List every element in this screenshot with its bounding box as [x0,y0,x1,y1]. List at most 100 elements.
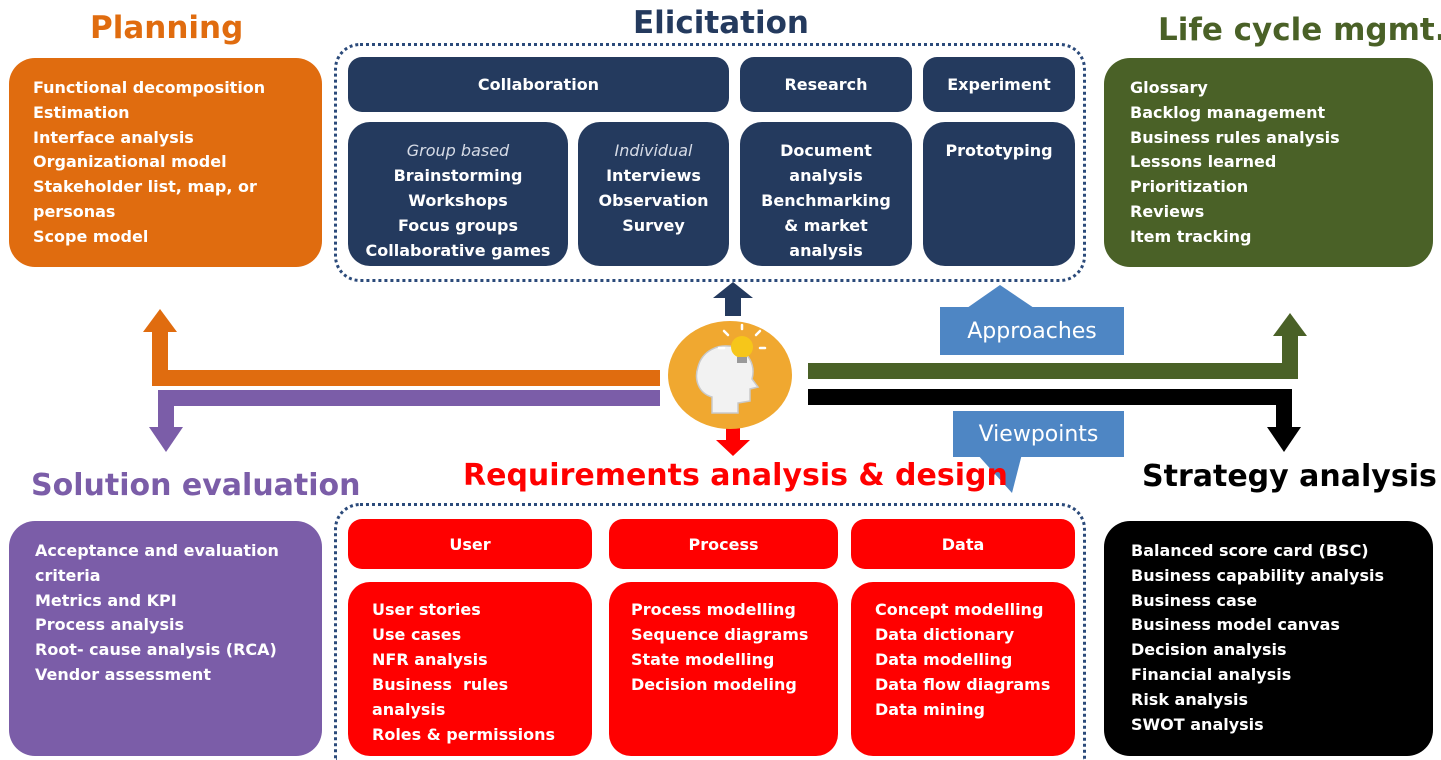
individual-label: Individual [614,141,693,160]
list-item: Business case [1131,590,1258,610]
list-item: Functional decomposition [33,78,266,97]
list-item: Brainstorming [393,166,523,185]
list-item: personas [33,201,116,221]
process-column: Process modelling Sequence diagrams Stat… [609,582,838,756]
list-item: analysis [789,166,863,185]
requirements-arrow-head [716,440,750,456]
viewpoints-pointer [977,454,1022,493]
experiment-column: Prototyping [923,122,1075,266]
list-item: Process analysis [35,615,184,635]
list-item: Data modelling [875,650,1013,669]
planning-box: Functional decomposition Estimation Inte… [9,58,322,267]
list-item: Interviews [606,166,701,185]
list-item: Balanced score card (BSC) [1131,541,1369,560]
solution-arrow [158,390,660,428]
list-item: Business rules [372,675,509,694]
user-header: User [348,519,592,569]
elicitation-title: Elicitation [633,5,809,41]
requirements-frame [334,503,1086,760]
solution-arrow-head [149,427,183,452]
planning-arrow-head [143,309,177,332]
elicitation-arrow-head [713,282,753,298]
data-header: Data [851,519,1075,569]
list-item: Acceptance and evaluation [35,541,279,560]
process-header: Process [609,519,838,569]
lifecycle-box: Glossary Backlog management Business rul… [1104,58,1433,267]
list-item: Decision analysis [1131,640,1287,660]
experiment-header: Experiment [923,57,1075,112]
strategy-title: Strategy analysis [1142,459,1437,494]
individual-column: Individual Interviews Observation Survey [578,122,729,266]
lifecycle-arrow [808,335,1298,379]
list-item: Collaborative games [365,241,551,260]
approaches-pointer [967,285,1034,308]
list-item: User stories [372,600,481,619]
list-item: Estimation [33,102,130,122]
solution-list: Acceptance and evaluation criteria Metri… [35,539,322,688]
list-item: Data dictionary [875,625,1015,644]
list-item: Business capability analysis [1131,565,1384,585]
solution-box: Acceptance and evaluation criteria Metri… [9,521,322,756]
list-item: Backlog management [1130,102,1326,122]
list-item: analysis [372,700,446,719]
list-item: Reviews [1130,201,1205,221]
planning-title: Planning [90,10,244,46]
user-column: User stories Use cases NFR analysis Busi… [348,582,592,756]
list-item: Scope model [33,226,149,246]
list-item: Metrics and KPI [35,590,177,610]
list-item: & market [784,216,868,235]
lifecycle-list: Glossary Backlog management Business rul… [1130,76,1433,250]
list-item: Prioritization [1130,177,1249,197]
list-item: Vendor assessment [35,664,211,684]
list-item: Sequence diagrams [631,625,809,644]
list-item: Workshops [408,191,508,210]
list-item: Decision modeling [631,675,797,694]
group-based-column: Group based Brainstorming Workshops Focu… [348,122,568,266]
list-item: Survey [622,216,685,235]
planning-list: Functional decomposition Estimation Inte… [33,76,322,250]
viewpoints-callout: Viewpoints [953,411,1124,457]
list-item: Item tracking [1130,226,1252,246]
list-item: Document [780,141,872,160]
list-item: criteria [35,565,101,585]
list-item: Business model canvas [1131,615,1340,635]
list-item: Stakeholder list, map, or [33,177,257,197]
research-header: Research [740,57,912,112]
group-based-label: Group based [406,141,510,160]
requirements-title: Requirements analysis & design [463,458,1008,493]
list-item: State modelling [631,650,775,669]
list-item: Data flow diagrams [875,675,1051,694]
list-item: analysis [789,241,863,260]
research-column: Document analysis Benchmarking & market … [740,122,912,266]
list-item: NFR analysis [372,650,488,669]
planning-arrow [152,330,660,386]
list-item: Organizational model [33,152,227,172]
approaches-callout: Approaches [940,307,1124,355]
head-lightbulb-icon [668,321,792,429]
list-item: Financial analysis [1131,664,1292,684]
lifecycle-arrow-head [1273,313,1307,336]
data-column: Concept modelling Data dictionary Data m… [851,582,1075,756]
strategy-arrow-head [1267,427,1301,452]
list-item: Data mining [875,700,985,719]
solution-title: Solution evaluation [31,468,361,503]
list-item: Concept modelling [875,600,1044,619]
list-item: Use cases [372,625,462,644]
collaboration-header: Collaboration [348,57,729,112]
list-item: Observation [598,191,709,210]
list-item: Root- cause analysis (RCA) [35,640,277,660]
strategy-box: Balanced score card (BSC) Business capab… [1104,521,1433,756]
list-item: SWOT analysis [1131,714,1264,734]
list-item: Roles & permissions [372,725,556,744]
list-item: Prototyping [945,141,1053,160]
list-item: Lessons learned [1130,152,1277,172]
list-item: Focus groups [398,216,518,235]
list-item: Interface analysis [33,127,194,147]
list-item: Risk analysis [1131,689,1248,709]
lifecycle-title: Life cycle mgmt. [1158,12,1441,48]
list-item: Benchmarking [761,191,891,210]
list-item: Glossary [1130,78,1208,97]
elicitation-frame [334,43,1086,282]
strategy-arrow [808,389,1292,428]
